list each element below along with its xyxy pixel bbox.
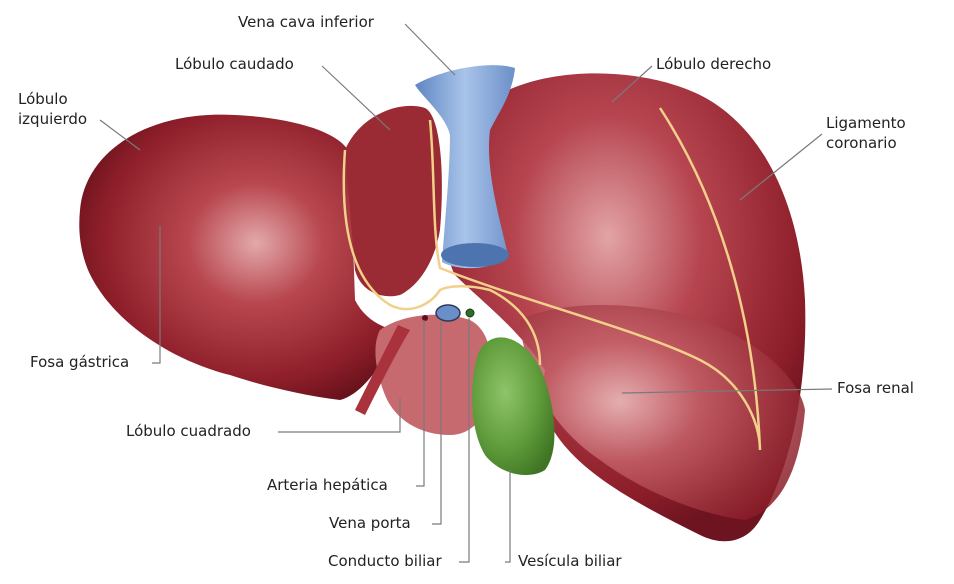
label-lobulo-izquierdo-line2: izquierdo	[18, 110, 87, 128]
label-ligamento-coronario-line2: coronario	[826, 134, 897, 152]
caudate-lobe-shape	[345, 105, 442, 297]
leader-lines	[99, 23, 833, 563]
label-vena-porta: Vena porta	[329, 514, 411, 532]
vena-cava-shape	[415, 65, 515, 269]
label-fosa-renal: Fosa renal	[837, 379, 914, 397]
ligament-line	[342, 149, 542, 366]
vena-cava-opening	[441, 243, 509, 267]
label-vesicula-biliar: Vesícula biliar	[518, 552, 622, 570]
label-conducto-biliar: Conducto biliar	[328, 552, 442, 570]
renal-fossa-shape	[520, 305, 805, 520]
label-lobulo-derecho: Lóbulo derecho	[656, 55, 771, 73]
label-vena-cava-inferior: Vena cava inferior	[238, 13, 375, 31]
label-lobulo-izquierdo-line1: Lóbulo	[18, 90, 68, 108]
label-lobulo-caudado: Lóbulo caudado	[175, 55, 294, 73]
label-lobulo-cuadrado: Lóbulo cuadrado	[126, 422, 251, 440]
label-fosa-gastrica: Fosa gástrica	[30, 353, 129, 371]
coronary-ligament-line	[428, 107, 762, 451]
gallbladder-shape	[472, 337, 555, 475]
label-arteria-hepatica: Arteria hepática	[267, 476, 388, 494]
quadrate-lobe-shape	[375, 314, 492, 435]
bile-duct-shape	[465, 308, 475, 318]
hepatic-artery-opening	[422, 315, 428, 321]
portal-vein-shape	[435, 304, 461, 322]
label-ligamento-coronario-line1: Ligamento	[826, 114, 906, 132]
hepatic-artery-shape	[355, 325, 410, 415]
